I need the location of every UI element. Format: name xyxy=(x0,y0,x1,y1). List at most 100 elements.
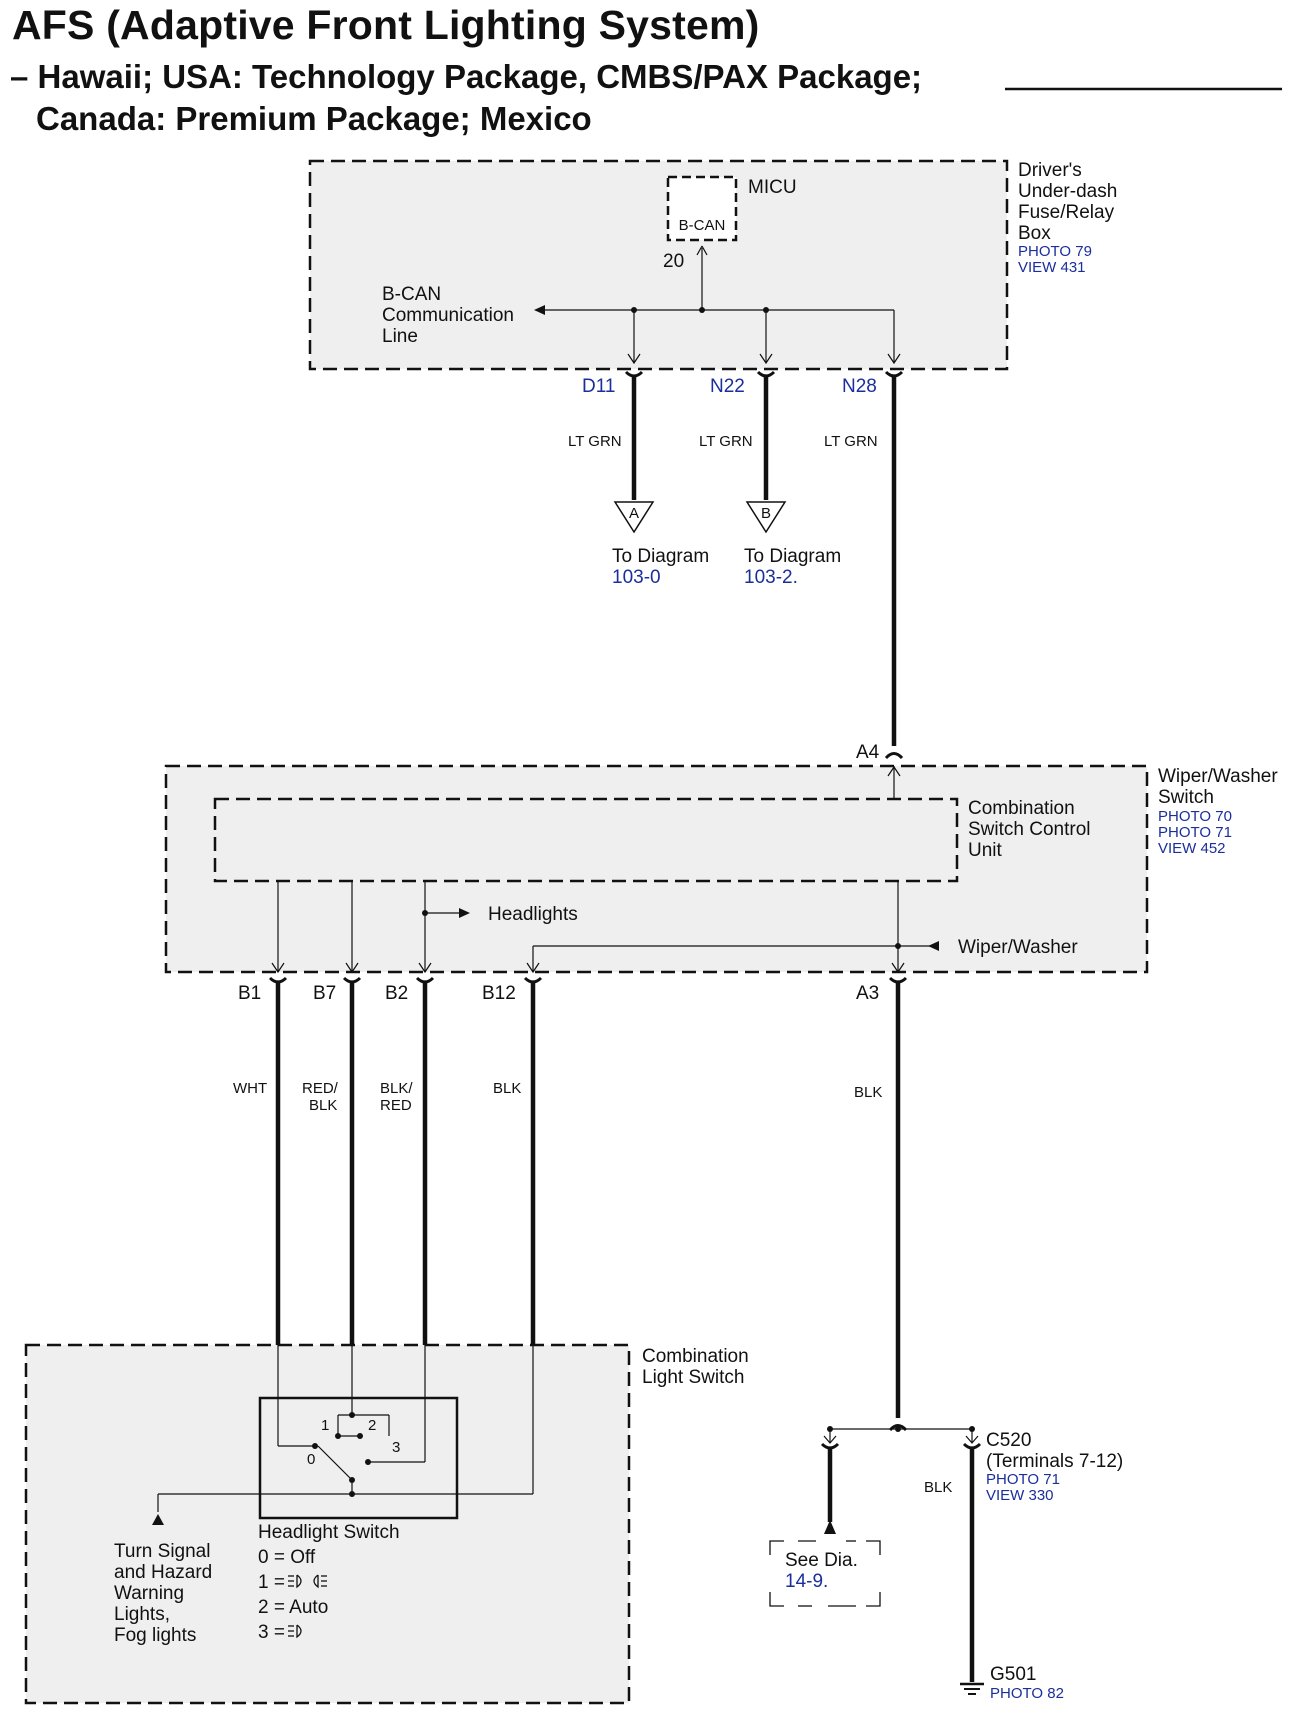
see-dia-label: See Dia. xyxy=(785,1550,858,1571)
wire-color-a3: BLK xyxy=(854,1084,882,1101)
fuse-box-name-4: Box xyxy=(1018,223,1051,244)
turn-signal-label-3: Warning xyxy=(114,1583,184,1604)
headlight-switch-box xyxy=(258,1396,459,1520)
connector-a-ref[interactable]: 103-0 xyxy=(612,567,661,588)
connector-a-to: To Diagram xyxy=(612,546,709,567)
g501-photo-ref: PHOTO 82 xyxy=(990,1685,1064,1702)
connector-cups-top xyxy=(624,370,904,378)
connector-cups-switch xyxy=(268,976,908,984)
turn-signal-label-4: Lights, xyxy=(114,1604,170,1625)
connector-b-triangle xyxy=(745,501,787,534)
switch-internal-wiring xyxy=(277,881,930,972)
legend-off: 0 = Off xyxy=(258,1547,316,1568)
wire-color-b2-2: RED xyxy=(380,1097,412,1114)
fuse-box-view-ref: VIEW 431 xyxy=(1018,259,1086,276)
wire-color-b1: WHT xyxy=(233,1080,267,1097)
a4-arrow xyxy=(887,765,901,777)
wire-color-n28: LT GRN xyxy=(824,433,878,450)
pin-n22: N22 xyxy=(710,376,745,397)
turn-signal-arrowhead xyxy=(152,1514,164,1525)
wire-color-b2-1: BLK/ xyxy=(380,1080,413,1097)
parking-lights-icon xyxy=(288,1574,327,1589)
wires-ground xyxy=(827,1448,975,1682)
wiper-switch-photo-71: PHOTO 71 xyxy=(1158,824,1232,841)
switch-position-1: 1 xyxy=(321,1417,329,1434)
switch-position-0: 0 xyxy=(307,1451,315,1468)
legend-position-3: 3 = xyxy=(258,1622,285,1643)
bcan-bus xyxy=(540,248,895,362)
micu-label: MICU xyxy=(748,177,797,198)
turn-signal-label-1: Turn Signal xyxy=(114,1541,210,1562)
headlight-switch-label: Headlight Switch xyxy=(258,1522,400,1543)
fuse-box-name-1: Driver's xyxy=(1018,160,1082,181)
c520-label: C520 xyxy=(986,1430,1031,1451)
fuse-box-photo-ref: PHOTO 79 xyxy=(1018,243,1092,260)
micu-inner-label: B-CAN xyxy=(679,217,726,234)
g501-label: G501 xyxy=(990,1664,1036,1685)
pin-arrows-top xyxy=(627,353,901,365)
legend-position-1: 1 = xyxy=(258,1572,285,1593)
bcan-label-1: B-CAN xyxy=(382,284,441,305)
bcan-arrowhead xyxy=(534,305,545,315)
control-unit-label-2: Switch Control xyxy=(968,819,1091,840)
fuse-box-name-3: Fuse/Relay xyxy=(1018,202,1115,223)
bcan-label-3: Line xyxy=(382,326,418,347)
see-dia-arrowhead xyxy=(824,1520,836,1534)
headlights-arrowhead xyxy=(459,908,470,918)
pin-n28: N28 xyxy=(842,376,877,397)
pin-a4: A4 xyxy=(856,742,880,763)
micu-box xyxy=(666,175,738,242)
connector-a-triangle xyxy=(613,501,655,534)
wire-color-n22: LT GRN xyxy=(699,433,753,450)
see-dia-box xyxy=(769,1540,881,1607)
wire-color-b7-2: BLK xyxy=(309,1097,337,1114)
connector-b-ref[interactable]: 103-2. xyxy=(744,567,798,588)
legend-auto: 2 = Auto xyxy=(258,1597,328,1618)
control-unit-label-3: Unit xyxy=(968,840,1003,861)
pin-arrows-switch xyxy=(271,962,905,974)
connector-b-letter: B xyxy=(761,505,771,522)
switch-position-2: 2 xyxy=(368,1417,376,1434)
see-dia-ref[interactable]: 14-9. xyxy=(785,1571,828,1592)
subtitle-line-2: Canada: Premium Package; Mexico xyxy=(36,100,592,137)
control-unit-label-1: Combination xyxy=(968,798,1075,819)
light-switch-name-1: Combination xyxy=(642,1346,749,1367)
wiper-washer-label: Wiper/Washer xyxy=(958,937,1078,958)
connector-cup-a4 xyxy=(884,752,904,760)
fuse-box-name-2: Under-dash xyxy=(1018,181,1117,202)
ground-symbol xyxy=(960,1682,984,1695)
headlight-switch-contacts xyxy=(312,1412,371,1497)
c520-arrows xyxy=(823,1429,979,1444)
wire-color-d11: LT GRN xyxy=(568,433,622,450)
wire-color-b7-1: RED/ xyxy=(302,1080,339,1097)
page-title: AFS (Adaptive Front Lighting System) xyxy=(12,2,760,48)
headlights-label: Headlights xyxy=(488,904,578,925)
wiper-switch-name-1: Wiper/Washer xyxy=(1158,766,1278,787)
fuse-relay-box xyxy=(308,159,1009,371)
connector-a-letter: A xyxy=(629,505,639,522)
connector-b-to: To Diagram xyxy=(744,546,841,567)
pin-b12: B12 xyxy=(482,983,516,1004)
micu-arrow xyxy=(696,245,708,256)
wiper-switch-name-2: Switch xyxy=(1158,787,1214,808)
headlight-icon xyxy=(288,1624,302,1639)
micu-pin: 20 xyxy=(663,251,684,272)
subtitle-line-1: – Hawaii; USA: Technology Package, CMBS/… xyxy=(10,58,923,95)
c520-photo-ref: PHOTO 71 xyxy=(986,1471,1060,1488)
control-unit-box xyxy=(213,797,959,883)
wiper-washer-arrowhead xyxy=(928,941,939,951)
wires-switch xyxy=(275,983,901,1418)
pin-b7: B7 xyxy=(313,983,336,1004)
wiper-switch-view-452: VIEW 452 xyxy=(1158,840,1226,857)
c520-view-ref: VIEW 330 xyxy=(986,1487,1054,1504)
turn-signal-label-5: Fog lights xyxy=(114,1625,196,1646)
light-switch-name-2: Light Switch xyxy=(642,1367,744,1388)
switch-position-3: 3 xyxy=(392,1439,400,1456)
wires-fuse-box xyxy=(631,377,897,746)
c520-top-cup xyxy=(888,1424,908,1432)
switch-junctions xyxy=(422,910,901,949)
pin-d11: D11 xyxy=(582,376,615,397)
wire-color-b12: BLK xyxy=(493,1080,521,1097)
wire-color-ground: BLK xyxy=(924,1479,952,1496)
